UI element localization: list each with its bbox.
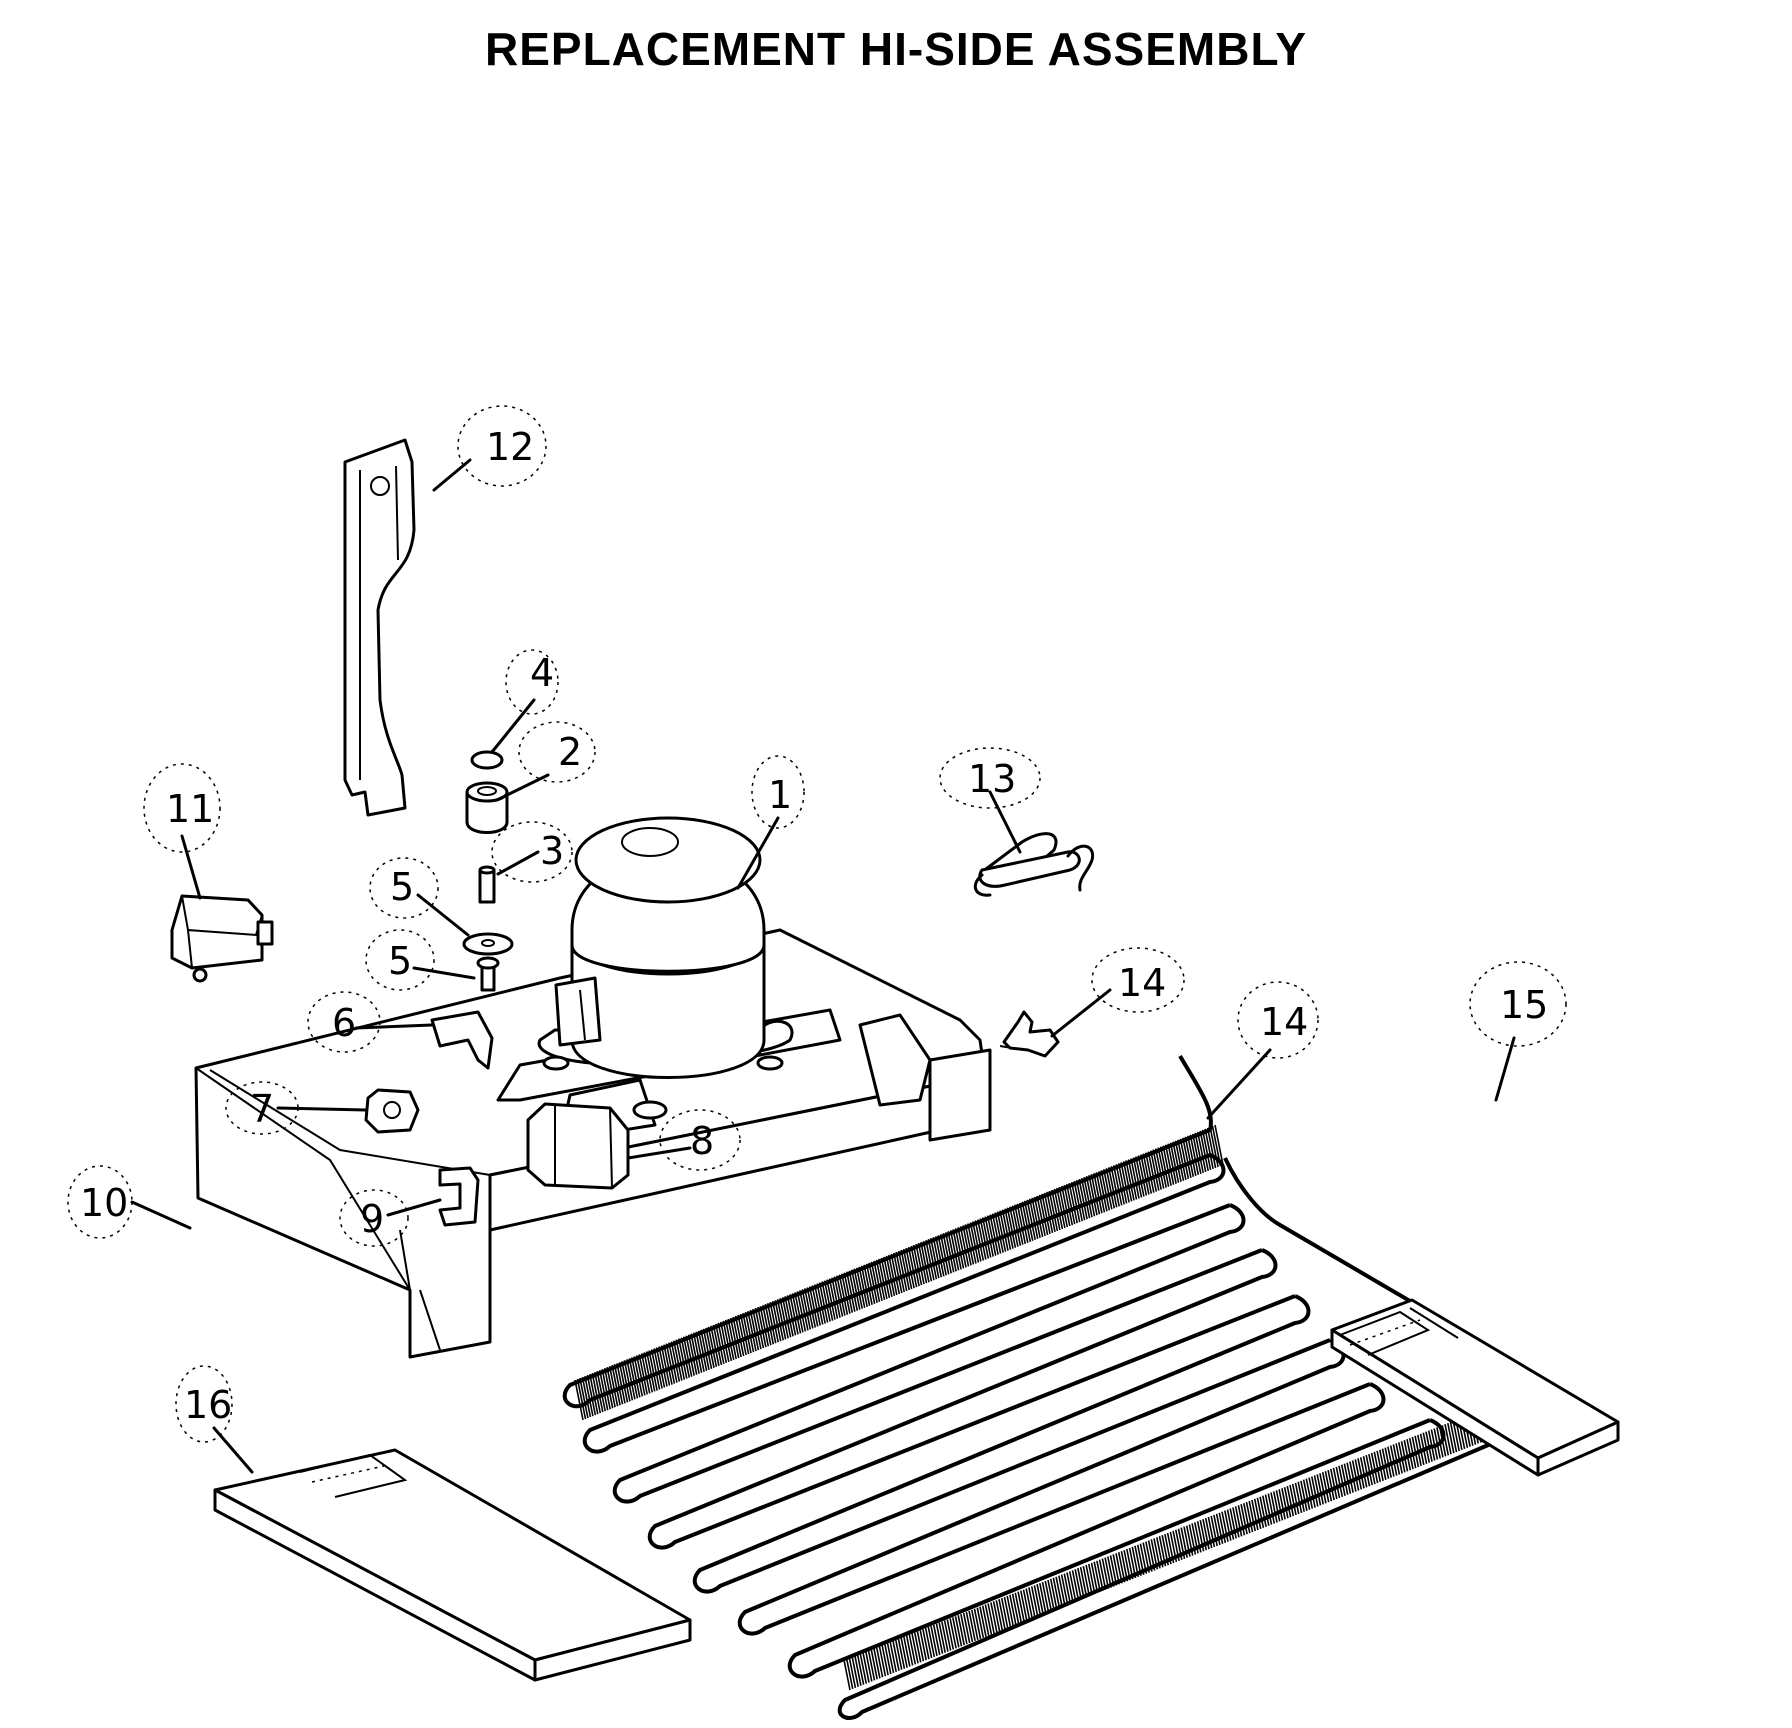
callout-4: 4 (530, 651, 554, 695)
overload-part (364, 1088, 420, 1134)
tube-clamp-part (999, 1010, 1060, 1058)
callout-5-screw: 5 (388, 939, 412, 983)
insulation-pad-part-15 (1330, 1298, 1620, 1477)
callout-14-clamp: 14 (1118, 961, 1166, 1005)
callout-5-washer: 5 (390, 865, 414, 909)
callout-7: 7 (250, 1087, 274, 1131)
washer-part-5 (462, 932, 514, 956)
relay-part (170, 894, 274, 983)
drain-tube-part (973, 832, 1095, 897)
clip-part-4 (470, 750, 504, 770)
callout-1: 1 (768, 773, 792, 817)
callout-12: 12 (486, 425, 534, 469)
callout-10: 10 (80, 1181, 128, 1225)
callouts: 1 2 3 4 5 5 6 7 8 9 (67, 405, 1567, 1474)
capacitor-part (526, 1102, 630, 1190)
hardware-parts (462, 750, 514, 992)
callout-3: 3 (540, 829, 564, 873)
clip-part-9 (438, 1166, 480, 1227)
mounting-bracket-part (343, 438, 416, 817)
grommet-part-2 (465, 790, 509, 834)
callout-6: 6 (332, 1001, 356, 1045)
sleeve-part-3 (478, 868, 496, 904)
compressor-part (537, 816, 794, 1120)
callout-14-coil: 14 (1260, 1000, 1308, 1044)
callout-11: 11 (166, 787, 214, 831)
condenser-fins (574, 1124, 1501, 1691)
callout-13: 13 (968, 757, 1016, 801)
callout-9: 9 (360, 1197, 384, 1241)
callout-8: 8 (690, 1119, 714, 1163)
insulation-pad-part-16 (213, 1448, 692, 1682)
diagram-title: REPLACEMENT HI-SIDE ASSEMBLY (484, 23, 1308, 75)
callout-15: 15 (1500, 983, 1548, 1027)
callout-2: 2 (558, 730, 582, 774)
cover-part (430, 1010, 494, 1070)
callout-16: 16 (184, 1383, 232, 1427)
